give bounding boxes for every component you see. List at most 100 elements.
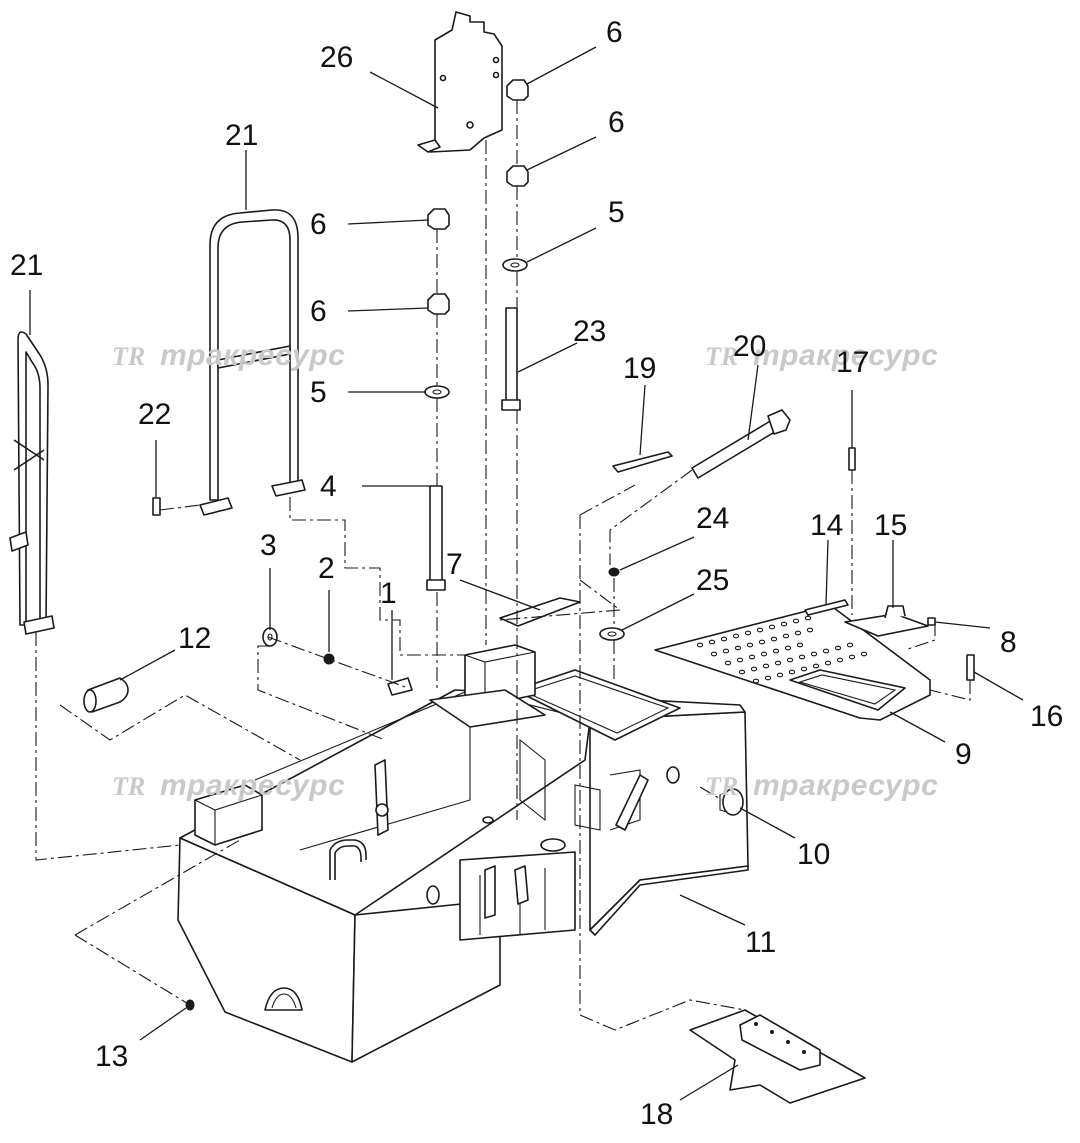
perforation-hole [776,672,784,678]
callout-21b: 21 [225,119,258,152]
perforation-hole [722,648,730,654]
perforation-hole [732,633,740,639]
perforation-hole [774,660,782,666]
perforation-hole [824,660,832,666]
perforation-hole [800,666,808,672]
callout-13: 13 [95,1040,128,1073]
part-22-bolt [152,497,161,516]
perforation-hole [822,648,830,654]
perforation-hole [780,621,788,627]
callout-26: 26 [320,41,353,74]
leader-lines [29,46,1024,1101]
perforation-hole [772,648,780,654]
perforation-hole [760,651,768,657]
callout-12: 12 [178,622,211,655]
perforation-hole [770,636,778,642]
perforation-hole [746,642,754,648]
perforation-hole [848,654,856,660]
callout-20: 20 [733,330,766,363]
perforation-hole [812,663,820,669]
perforation-hole [792,618,800,624]
part-12-cylinder [83,677,129,713]
perforation-hole [794,630,802,636]
perforation-hole [748,654,756,660]
part-6-nut-d [427,293,450,315]
perforation-hole [798,654,806,660]
perforation-hole [756,627,764,633]
callout-15: 15 [874,509,907,542]
part-15-lid [844,605,929,637]
perforation-hole [734,645,742,651]
callout-25: 25 [696,564,729,597]
part-20-bolt [691,409,791,479]
callout-6d: 6 [310,295,327,328]
perforation-hole [810,651,818,657]
perforation-hole [764,675,772,681]
callout-7: 7 [446,548,463,581]
callout-6c: 6 [310,208,327,241]
callout-11: 11 [745,926,776,959]
callout-3: 3 [260,529,277,562]
part-6-nut-b [506,165,529,187]
part-16-bolt [966,654,975,681]
perforation-hole [708,639,716,645]
perforation-hole [768,624,776,630]
callout-6a: 6 [606,16,623,49]
perforation-hole [786,657,794,663]
part-5-washer-b [424,385,450,399]
perforation-hole [744,630,752,636]
callout-5a: 5 [608,196,625,229]
perforation-hole [806,627,814,633]
callout-24: 24 [696,502,729,535]
perforation-hole [860,651,868,657]
callout-10: 10 [797,838,830,871]
part-21-handrail-center [199,209,306,516]
callout-2: 2 [318,552,335,585]
callout-18: 18 [640,1098,673,1131]
part-6-nut-a [506,79,529,101]
part-25-washer [599,627,625,641]
callout-5b: 5 [310,376,327,409]
svg-text:TR: TR [112,342,145,371]
part-6-nut-c [427,208,450,230]
part-18-floor-plate [689,1009,866,1104]
perforation-hole [782,633,790,639]
svg-text:тракресурс: тракресурс [753,339,938,372]
perforation-hole [696,642,704,648]
watermark-4: TR тракресурс [705,769,938,802]
part-14-seal [804,599,849,616]
part-19-plate [612,451,673,473]
callout-labels: 26 6 6 5 21 6 6 5 4 23 21 22 3 2 1 7 12 … [10,16,1063,1131]
assembly-lines [35,100,971,1031]
perforation-hole [724,660,732,666]
perforation-hole [834,645,842,651]
watermark-2: TR тракресурс [705,339,938,372]
svg-text:TR: TR [705,772,738,801]
callout-1: 1 [380,577,397,610]
svg-text:TR: TR [112,772,145,801]
perforation-hole [710,651,718,657]
perforation-hole [720,636,728,642]
part-8-screw [927,617,936,626]
callout-19: 19 [623,352,656,385]
perforation-hole [796,642,804,648]
callout-8: 8 [1000,626,1017,659]
part-21-handrail-left [9,331,55,635]
part-4-pin [426,485,446,591]
perforation-hole [846,642,854,648]
callout-22: 22 [138,398,171,431]
callout-16: 16 [1030,700,1063,733]
perforation-hole [804,615,812,621]
part-9-perforations [696,615,868,684]
part-7-plate [499,597,581,627]
callout-4: 4 [320,470,337,503]
part-2-nut [323,653,335,665]
svg-text:тракресурс: тракресурс [160,339,345,372]
svg-text:тракресурс: тракресурс [160,769,345,802]
callout-23: 23 [573,315,606,348]
perforation-hole [738,669,746,675]
callout-6b: 6 [608,106,625,139]
part-24-nut [608,567,620,577]
part-3-washer [262,627,278,647]
